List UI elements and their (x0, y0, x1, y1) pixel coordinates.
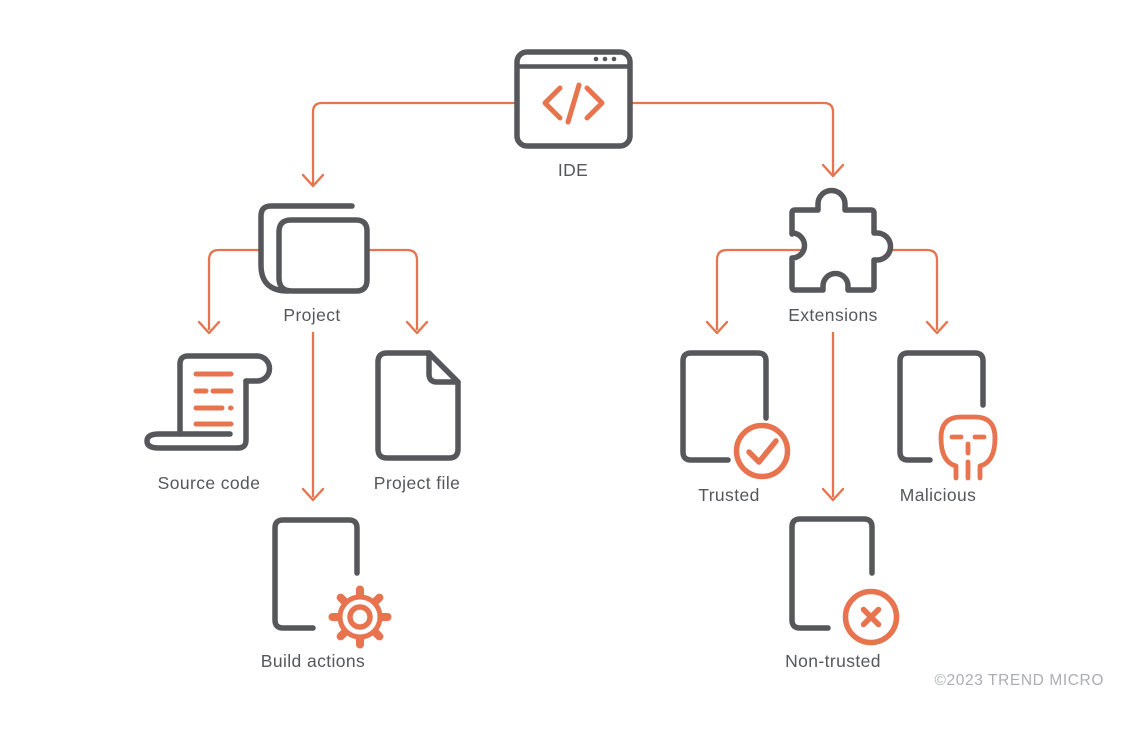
code-window-icon (514, 49, 633, 149)
document-check-icon (680, 350, 791, 480)
label-extensions: Extensions (788, 305, 878, 325)
puzzle-piece-icon (789, 187, 894, 293)
connector-ide-to-extensions (630, 101, 845, 178)
document-skull-icon (897, 350, 998, 481)
label-build-actions: Build actions (260, 651, 366, 671)
code-lines (193, 371, 234, 427)
document-gear-icon (272, 517, 392, 649)
label-malicious: Malicious (899, 485, 977, 505)
label-non-trusted: Non-trusted (785, 651, 881, 671)
label-project: Project (283, 305, 341, 325)
copyright-notice: ©2023 TREND MICRO (934, 672, 1104, 689)
label-source-code: Source code (157, 473, 261, 493)
label-project-file: Project file (373, 473, 461, 493)
document-x-icon (789, 516, 900, 646)
code-scroll-icon (144, 353, 273, 451)
connector-extensions-to-non-trusted (821, 332, 845, 502)
connector-ide-to-project (301, 101, 517, 188)
document-icon (375, 350, 461, 461)
label-ide: IDE (557, 160, 589, 180)
check-icon (733, 422, 791, 480)
connector-project-to-build-actions (301, 332, 325, 502)
gear-icon (328, 585, 392, 649)
label-trusted: Trusted (698, 485, 760, 505)
x-icon (842, 588, 900, 646)
skull-icon (938, 414, 998, 481)
stacked-pages-icon (258, 203, 370, 294)
